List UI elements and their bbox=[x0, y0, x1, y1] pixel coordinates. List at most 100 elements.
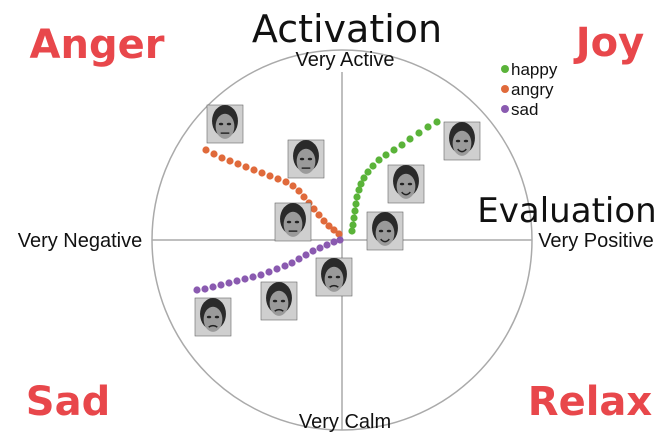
corner-sad: Sad bbox=[26, 379, 110, 425]
face-skin bbox=[215, 113, 235, 139]
sad-trajectory-point bbox=[323, 241, 331, 249]
face-eye bbox=[399, 182, 405, 186]
happy-trajectory-point bbox=[382, 151, 390, 159]
angry-trajectory-point bbox=[210, 150, 218, 158]
legend-angry-label: angry bbox=[511, 80, 554, 99]
face-skin bbox=[283, 211, 303, 237]
corner-anger: Anger bbox=[30, 22, 165, 68]
angry-trajectory-point bbox=[310, 205, 318, 213]
legend: happy angry sad bbox=[501, 60, 558, 119]
face-eye bbox=[272, 299, 278, 303]
face-thumbnail-angry bbox=[274, 202, 312, 242]
sad-trajectory-point bbox=[330, 238, 338, 246]
corner-joy: Joy bbox=[573, 20, 644, 66]
angry-trajectory-point bbox=[258, 169, 266, 177]
face-mouth bbox=[329, 284, 339, 288]
sad-trajectory-point bbox=[316, 244, 324, 252]
face-eye bbox=[455, 139, 461, 143]
happy-trajectory-point bbox=[398, 141, 406, 149]
happy-trajectory-point bbox=[360, 174, 368, 182]
happy-trajectory-point bbox=[369, 162, 377, 170]
sad-trajectory-point bbox=[295, 255, 303, 263]
happy-trajectory-point bbox=[424, 123, 432, 131]
face-mouth bbox=[380, 238, 390, 243]
happy-trajectory-point bbox=[415, 129, 423, 137]
happy-trajectory-point bbox=[390, 146, 398, 154]
happy-trajectory-point bbox=[349, 221, 357, 229]
legend-sad-label: sad bbox=[511, 100, 538, 119]
face-eye bbox=[226, 122, 232, 126]
angry-trajectory-point bbox=[218, 154, 226, 162]
angry-trajectory-point bbox=[320, 217, 328, 225]
sad-trajectory-point bbox=[273, 265, 281, 273]
face-thumbnails bbox=[194, 104, 481, 337]
trajectories bbox=[193, 118, 441, 294]
sad-trajectory-point bbox=[288, 259, 296, 267]
angry-trajectory-point bbox=[289, 182, 297, 190]
happy-trajectory-point bbox=[375, 156, 383, 164]
legend-sad-marker bbox=[501, 105, 509, 113]
sad-trajectory bbox=[193, 236, 344, 294]
angry-trajectory-point bbox=[202, 146, 210, 154]
sad-trajectory-point bbox=[225, 279, 233, 287]
happy-trajectory-point bbox=[352, 200, 360, 208]
face-skin bbox=[203, 306, 223, 332]
sad-trajectory-point bbox=[241, 275, 249, 283]
activation-title: Activation bbox=[252, 7, 442, 51]
angry-trajectory-point bbox=[226, 157, 234, 165]
face-eye bbox=[407, 182, 413, 186]
label-very-positive: Very Positive bbox=[538, 230, 654, 252]
happy-trajectory-point bbox=[433, 118, 441, 126]
sad-trajectory-point bbox=[201, 285, 209, 293]
face-thumbnail-sad bbox=[260, 281, 298, 321]
face-eye bbox=[218, 122, 224, 126]
happy-trajectory-point bbox=[357, 180, 365, 188]
angry-trajectory-point bbox=[266, 172, 274, 180]
legend-angry-marker bbox=[501, 85, 509, 93]
happy-trajectory bbox=[348, 118, 441, 235]
angry-trajectory-point bbox=[234, 160, 242, 168]
face-thumbnail-sad bbox=[194, 297, 232, 337]
evaluation-title: Evaluation bbox=[477, 191, 656, 231]
face-thumbnail-happy bbox=[387, 164, 425, 204]
sad-trajectory-point bbox=[281, 262, 289, 270]
face-skin bbox=[296, 148, 316, 174]
sad-trajectory-point bbox=[257, 271, 265, 279]
face-mouth bbox=[457, 148, 467, 153]
angry-trajectory-point bbox=[242, 163, 250, 171]
happy-trajectory-point bbox=[350, 214, 358, 222]
face-eye bbox=[214, 315, 220, 319]
angry-trajectory-point bbox=[335, 230, 343, 238]
happy-trajectory-point bbox=[364, 168, 372, 176]
face-eye bbox=[463, 139, 469, 143]
face-eye bbox=[294, 220, 300, 224]
label-very-negative: Very Negative bbox=[18, 230, 143, 252]
angry-trajectory bbox=[202, 146, 343, 238]
angry-trajectory-point bbox=[282, 178, 290, 186]
face-eye bbox=[327, 275, 333, 279]
sad-trajectory-point bbox=[217, 281, 225, 289]
face-eye bbox=[299, 157, 305, 161]
sad-trajectory-point bbox=[309, 247, 317, 255]
face-mouth bbox=[274, 308, 284, 312]
face-eye bbox=[206, 315, 212, 319]
angry-trajectory-point bbox=[295, 187, 303, 195]
label-very-calm: Very Calm bbox=[299, 411, 391, 433]
face-eye bbox=[378, 229, 384, 233]
sad-trajectory-point bbox=[249, 273, 257, 281]
sad-trajectory-point bbox=[336, 236, 344, 244]
sad-trajectory-point bbox=[302, 251, 310, 259]
label-very-active: Very Active bbox=[296, 49, 395, 71]
happy-trajectory-point bbox=[351, 207, 359, 215]
face-eye bbox=[280, 299, 286, 303]
face-eye bbox=[307, 157, 313, 161]
face-thumbnail-angry bbox=[206, 104, 244, 144]
face-eye bbox=[386, 229, 392, 233]
sad-trajectory-point bbox=[209, 283, 217, 291]
face-mouth bbox=[208, 324, 218, 328]
face-skin bbox=[269, 290, 289, 316]
angry-trajectory-point bbox=[274, 175, 282, 183]
face-eye bbox=[286, 220, 292, 224]
